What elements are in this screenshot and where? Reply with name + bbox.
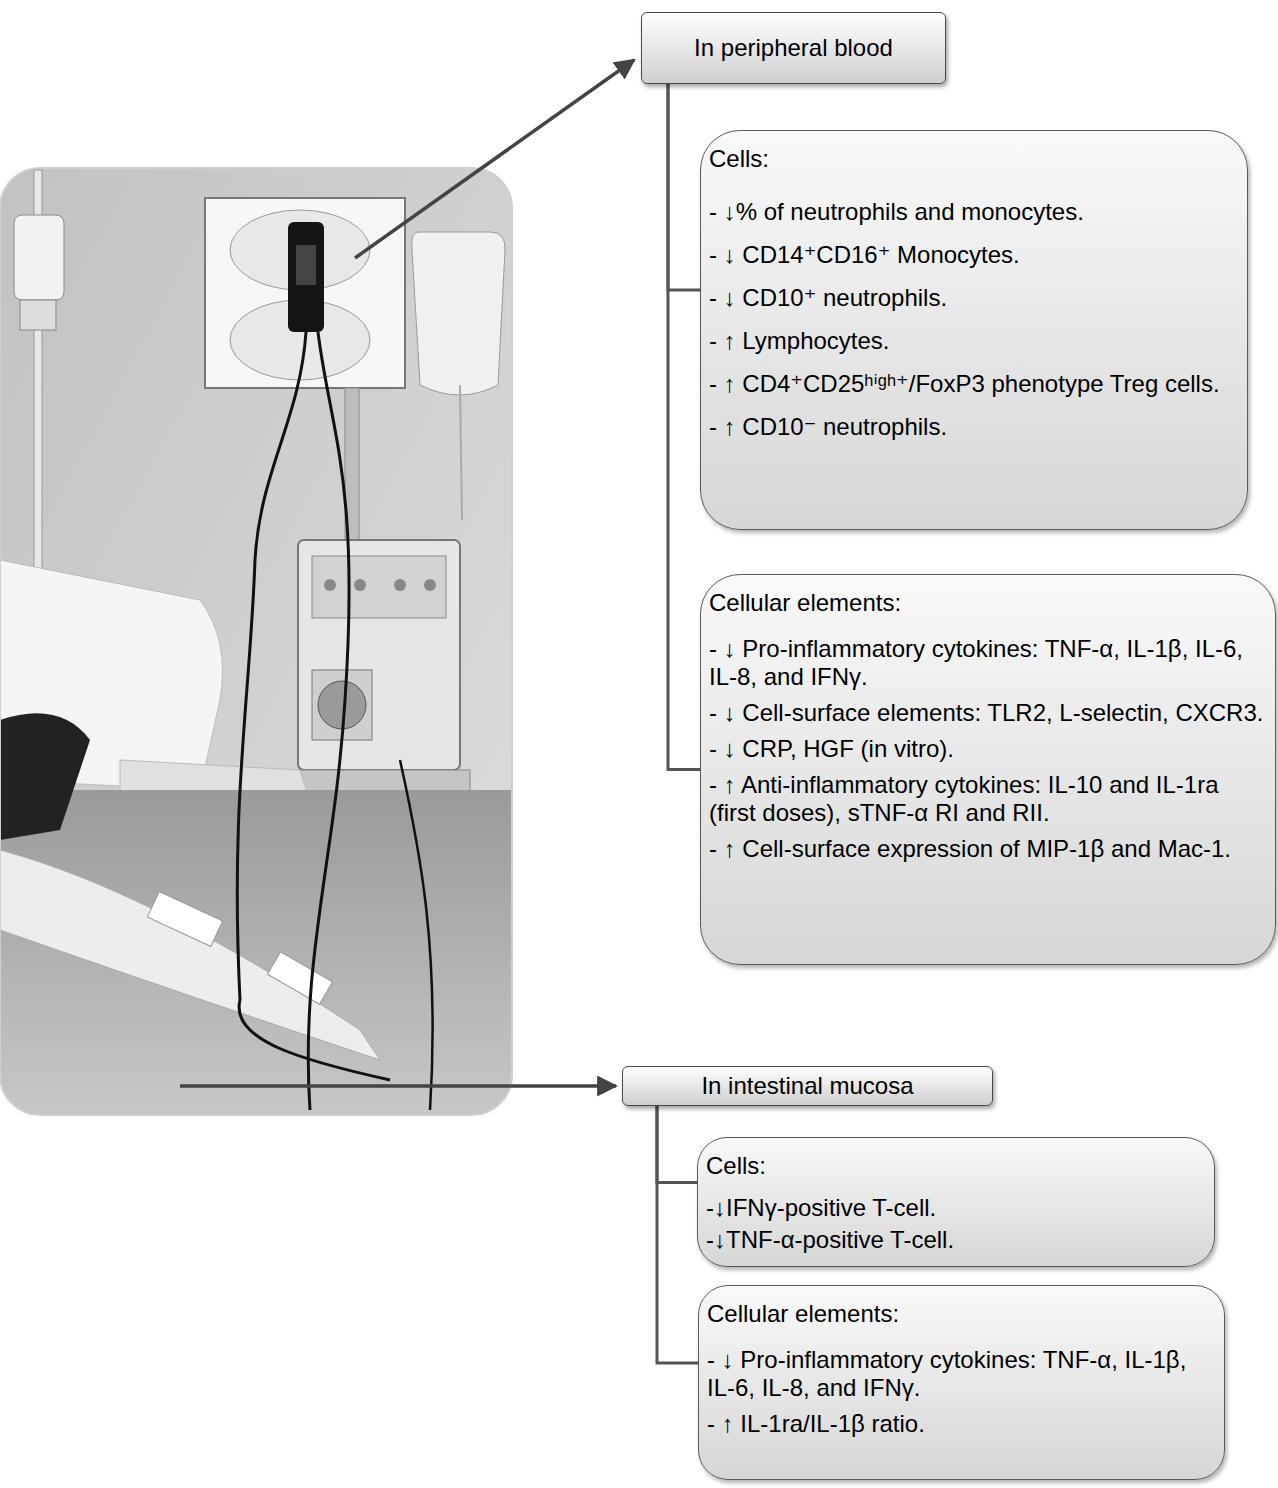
list-item: - ↑ Cell-surface expression of MIP-1β an… — [709, 835, 1265, 863]
tree-connector — [668, 84, 700, 770]
header-text: In intestinal mucosa — [701, 1072, 913, 1100]
info-box: Cellular elements: - ↓ Pro-inflammatory c… — [698, 1285, 1225, 1480]
tree-connector — [668, 84, 700, 290]
list-item: -↓IFNγ-positive T-cell. — [706, 1194, 1204, 1222]
list-item: - ↓ CD10⁺ neutrophils. — [709, 284, 1237, 312]
list-item: - ↑ Lymphocytes. — [709, 327, 1237, 355]
info-box: Cells: -↓IFNγ-positive T-cell. -↓TNF-α-pos… — [697, 1137, 1215, 1267]
section-header: In intestinal mucosa — [622, 1066, 993, 1106]
list-item: - ↓% of neutrophils and monocytes. — [709, 198, 1237, 226]
list-item: - ↓ CRP, HGF (in vitro). — [709, 735, 1265, 763]
list-item: - ↑ Anti-inflammatory cytokines: IL-10 a… — [709, 771, 1265, 827]
list-item: -↓TNF-α-positive T-cell. — [706, 1226, 1204, 1254]
list-item: - ↓ CD14⁺CD16⁺ Monocytes. — [709, 241, 1237, 269]
info-box: Cellular elements: - ↓ Pro-inflammatory c… — [700, 574, 1276, 965]
pointer-arrow — [355, 60, 634, 258]
photo-content — [0, 168, 512, 1115]
box-heading: Cells: — [709, 145, 1237, 173]
list-item: - ↓ Pro-inflammatory cytokines: TNF-α, I… — [709, 635, 1265, 691]
tree-connector — [657, 1106, 697, 1183]
box-heading: Cells: — [706, 1152, 1204, 1180]
list-item: - ↑ IL-1ra/IL-1β ratio. — [707, 1410, 1214, 1438]
header-text: In peripheral blood — [694, 34, 893, 62]
box-heading: Cellular elements: — [707, 1300, 1214, 1328]
box-heading: Cellular elements: — [709, 589, 1265, 617]
list-item: - ↓ Cell-surface elements: TLR2, L-selec… — [709, 699, 1265, 727]
list-item: - ↑ CD10⁻ neutrophils. — [709, 413, 1237, 441]
pointer-arrow — [180, 1084, 616, 1088]
list-item: - ↓ Pro-inflammatory cytokines: TNF-α, I… — [707, 1346, 1214, 1402]
section-header: In peripheral blood — [641, 12, 946, 84]
list-item: - ↑ CD4⁺CD25ʰⁱᵍʰ⁺/FoxP3 phenotype Treg c… — [709, 370, 1237, 398]
info-box: Cells: - ↓% of neutrophils and monocytes.… — [700, 130, 1248, 530]
tree-connector — [657, 1106, 698, 1363]
